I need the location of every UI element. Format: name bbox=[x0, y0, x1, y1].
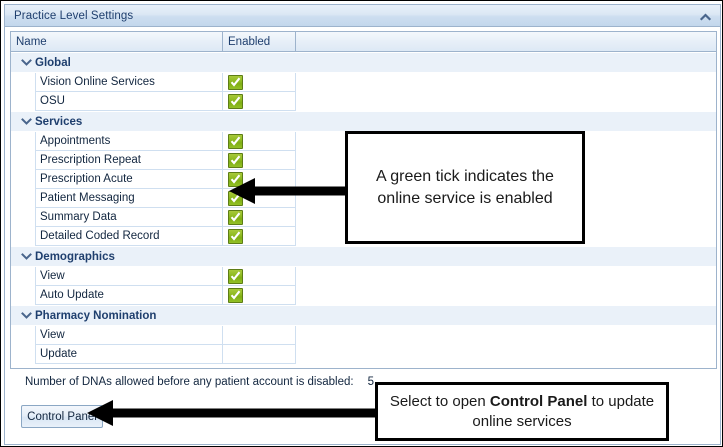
green-tick-icon[interactable] bbox=[228, 152, 243, 168]
row-indent bbox=[11, 267, 35, 286]
cell-name: Update bbox=[35, 345, 223, 364]
group-header-row[interactable]: Pharmacy Nomination bbox=[11, 305, 716, 326]
dna-allowance-label: Number of DNAs allowed before any patien… bbox=[25, 376, 354, 388]
cell-enabled[interactable] bbox=[223, 189, 296, 208]
row-indent bbox=[11, 345, 35, 364]
cell-trailing bbox=[296, 267, 716, 286]
chevron-down-icon[interactable] bbox=[17, 252, 35, 261]
cell-enabled[interactable] bbox=[223, 345, 296, 364]
annotation-cp-suffix: to update online services bbox=[472, 392, 655, 430]
cell-trailing bbox=[296, 73, 716, 92]
cell-name: Vision Online Services bbox=[35, 73, 223, 92]
annotation-control-panel: Select to open Control Panel to update o… bbox=[375, 382, 669, 441]
cell-enabled[interactable] bbox=[223, 132, 296, 151]
green-tick-icon[interactable] bbox=[228, 74, 243, 90]
chevron-down-icon[interactable] bbox=[17, 311, 35, 320]
annotation-green-tick: A green tick indicates the online servic… bbox=[345, 131, 585, 244]
row-indent bbox=[11, 326, 35, 345]
group-header-row[interactable]: Global bbox=[11, 52, 716, 73]
green-tick-icon[interactable] bbox=[228, 171, 243, 187]
table-row[interactable]: View bbox=[11, 267, 716, 286]
panel-title-bar[interactable]: Practice Level Settings bbox=[5, 5, 720, 27]
row-indent bbox=[11, 73, 35, 92]
cell-name: Patient Messaging bbox=[35, 189, 223, 208]
annotation-cp-prefix: Select to open bbox=[389, 392, 490, 410]
row-indent bbox=[11, 92, 35, 111]
cell-enabled[interactable] bbox=[223, 208, 296, 227]
cell-trailing bbox=[296, 345, 716, 364]
green-tick-icon[interactable] bbox=[228, 93, 243, 109]
row-indent bbox=[11, 208, 35, 227]
group-header-label: Services bbox=[35, 115, 83, 128]
group-header-label: Pharmacy Nomination bbox=[35, 309, 157, 322]
cell-enabled[interactable] bbox=[223, 92, 296, 111]
grid-header-row: Name Enabled bbox=[11, 32, 716, 52]
row-indent bbox=[11, 151, 35, 170]
cell-name: Auto Update bbox=[35, 286, 223, 305]
cell-name: View bbox=[35, 326, 223, 345]
dna-allowance-value: 5 bbox=[367, 376, 374, 388]
group-header-label: Demographics bbox=[35, 250, 115, 263]
row-indent bbox=[11, 189, 35, 208]
chevron-down-icon[interactable] bbox=[17, 117, 35, 126]
cell-enabled[interactable] bbox=[223, 73, 296, 92]
table-row[interactable]: Auto Update bbox=[11, 286, 716, 305]
green-tick-icon[interactable] bbox=[228, 228, 243, 244]
cell-name: Prescription Repeat bbox=[35, 151, 223, 170]
column-header-name[interactable]: Name bbox=[11, 32, 223, 51]
cell-trailing bbox=[296, 286, 716, 305]
group-header-row[interactable]: Services bbox=[11, 111, 716, 132]
cell-enabled[interactable] bbox=[223, 326, 296, 345]
dna-allowance-line: Number of DNAs allowed before any patien… bbox=[25, 376, 374, 388]
annotation-cp-bold: Control Panel bbox=[489, 392, 588, 410]
control-panel-button[interactable]: Control Panel bbox=[21, 405, 103, 428]
annotation-green-tick-text: A green tick indicates the online servic… bbox=[376, 168, 554, 207]
cell-name: OSU bbox=[35, 92, 223, 111]
row-indent bbox=[11, 132, 35, 151]
chevron-down-icon[interactable] bbox=[17, 58, 35, 67]
group-header-row[interactable]: Demographics bbox=[11, 246, 716, 267]
row-indent bbox=[11, 170, 35, 189]
cell-enabled[interactable] bbox=[223, 151, 296, 170]
table-row[interactable]: Update bbox=[11, 345, 716, 364]
cell-trailing bbox=[296, 326, 716, 345]
table-row[interactable]: OSU bbox=[11, 92, 716, 111]
cell-name: View bbox=[35, 267, 223, 286]
cell-enabled[interactable] bbox=[223, 286, 296, 305]
column-header-enabled[interactable]: Enabled bbox=[223, 32, 296, 51]
group-header-label: Global bbox=[35, 56, 71, 69]
row-indent bbox=[11, 286, 35, 305]
cell-enabled[interactable] bbox=[223, 227, 296, 246]
green-tick-icon[interactable] bbox=[228, 209, 243, 225]
annotation-control-panel-text: Select to open Control Panel to update o… bbox=[378, 392, 666, 432]
cell-trailing bbox=[296, 92, 716, 111]
column-header-blank[interactable] bbox=[296, 32, 716, 51]
cell-name: Summary Data bbox=[35, 208, 223, 227]
green-tick-icon[interactable] bbox=[228, 287, 243, 303]
cell-name: Detailed Coded Record bbox=[35, 227, 223, 246]
page-title: Practice Level Settings bbox=[14, 9, 134, 22]
green-tick-icon[interactable] bbox=[228, 133, 243, 149]
table-row[interactable]: Vision Online Services bbox=[11, 73, 716, 92]
green-tick-icon[interactable] bbox=[228, 190, 243, 206]
cell-enabled[interactable] bbox=[223, 267, 296, 286]
green-tick-icon[interactable] bbox=[228, 268, 243, 284]
table-row[interactable]: View bbox=[11, 326, 716, 345]
row-indent bbox=[11, 227, 35, 246]
cell-name: Prescription Acute bbox=[35, 170, 223, 189]
cell-name: Appointments bbox=[35, 132, 223, 151]
cell-enabled[interactable] bbox=[223, 170, 296, 189]
chevron-up-icon[interactable] bbox=[699, 10, 712, 22]
